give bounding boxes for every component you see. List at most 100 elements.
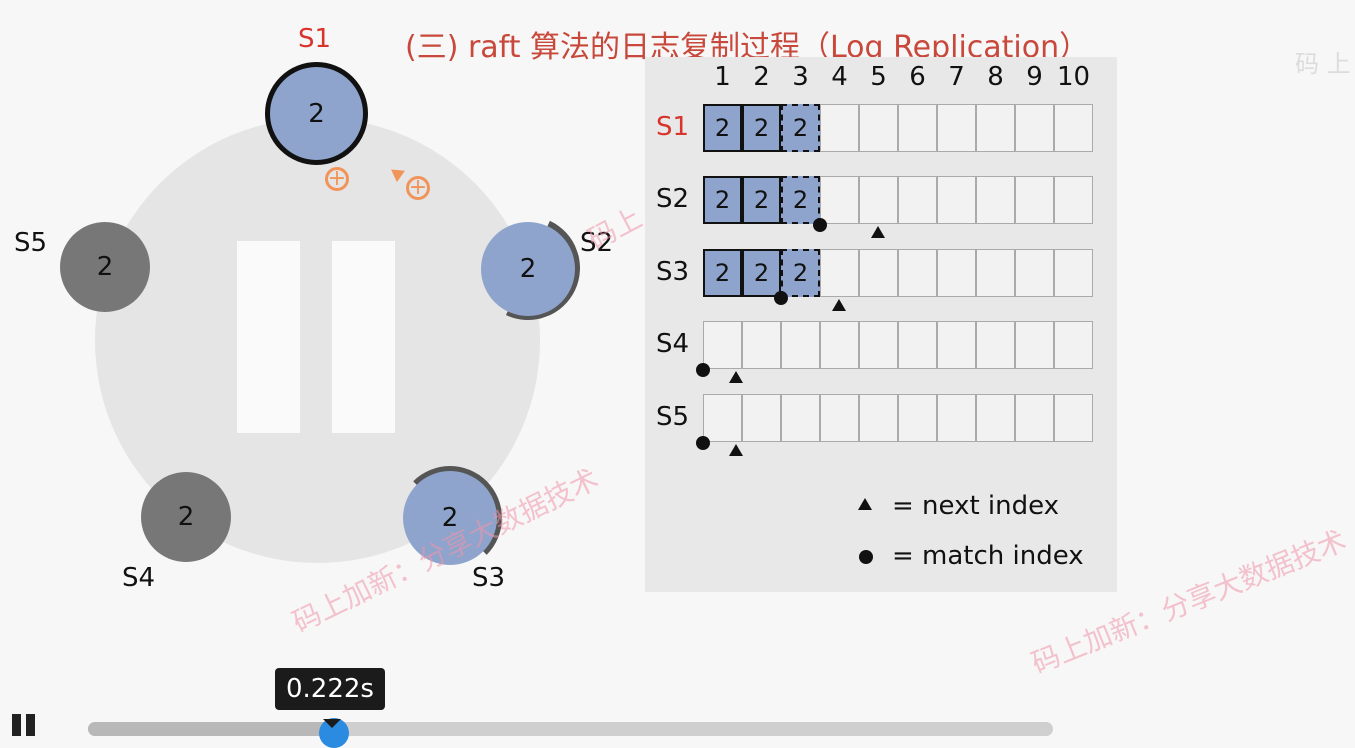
log-row-label: S4 <box>656 329 690 359</box>
log-empty-cell <box>742 394 781 442</box>
node-s2-label: S2 <box>580 228 614 258</box>
legend-match-index-text: = match index <box>892 541 1084 571</box>
log-row-label: S3 <box>656 257 690 287</box>
log-empty-cell <box>898 321 937 369</box>
log-column-header: 8 <box>987 62 1004 92</box>
time-tooltip: 0.222s <box>275 668 385 710</box>
log-entry: 2 <box>742 104 781 152</box>
match-index-marker-icon <box>696 436 710 450</box>
timeline-progress <box>88 722 335 736</box>
log-empty-cell <box>820 176 859 224</box>
log-empty-cell <box>703 394 742 442</box>
log-empty-cell <box>898 104 937 152</box>
log-entry: 2 <box>742 249 781 297</box>
log-entry: 2 <box>781 249 820 297</box>
log-empty-cell <box>703 321 742 369</box>
log-empty-cell <box>1054 104 1093 152</box>
next-index-marker-icon <box>871 226 885 238</box>
log-empty-cell <box>820 249 859 297</box>
log-entry: 2 <box>703 249 742 297</box>
node-s3-timer-arc <box>398 466 502 570</box>
log-entry: 2 <box>781 176 820 224</box>
log-empty-cell <box>937 321 976 369</box>
match-index-marker-icon <box>813 218 827 232</box>
log-column-header: 6 <box>909 62 926 92</box>
log-row-label: S1 <box>656 112 690 142</box>
node-s4[interactable]: 2 <box>141 472 231 562</box>
pause-overlay-right-bar <box>332 241 395 433</box>
log-empty-cell <box>976 321 1015 369</box>
node-s5[interactable]: 2 <box>60 222 150 312</box>
log-entry: 2 <box>703 104 742 152</box>
next-index-marker-icon <box>728 371 743 383</box>
log-empty-cell <box>976 104 1015 152</box>
log-empty-cell <box>976 249 1015 297</box>
log-empty-cell <box>937 104 976 152</box>
legend-match-index-icon <box>859 550 873 564</box>
pause-button[interactable] <box>12 714 42 736</box>
legend-next-index-icon <box>858 498 872 510</box>
log-empty-cell <box>781 394 820 442</box>
log-column-header: 7 <box>948 62 965 92</box>
log-empty-cell <box>1054 249 1093 297</box>
next-index-marker-icon <box>728 444 743 456</box>
log-empty-cell <box>1054 394 1093 442</box>
corner-watermark: 码 上 <box>1295 50 1351 78</box>
log-row <box>703 321 1093 369</box>
node-s2[interactable]: 2 <box>481 222 575 316</box>
log-empty-cell <box>820 321 859 369</box>
log-column-header: 10 <box>1056 62 1091 92</box>
log-empty-cell <box>1015 321 1054 369</box>
time-tooltip-arrow <box>323 719 341 728</box>
pause-overlay-left-bar <box>237 241 300 433</box>
log-empty-cell <box>898 249 937 297</box>
log-row-label: S5 <box>656 402 690 432</box>
node-s3-label: S3 <box>472 563 506 593</box>
node-s3[interactable]: 2 <box>403 471 497 565</box>
match-index-marker-icon <box>774 291 788 305</box>
log-empty-cell <box>898 176 937 224</box>
append-entries-reply-icon: + <box>406 176 430 200</box>
log-empty-cell <box>898 394 937 442</box>
log-empty-cell <box>1054 176 1093 224</box>
log-empty-cell <box>859 249 898 297</box>
log-column-header: 3 <box>792 62 809 92</box>
log-empty-cell <box>1015 104 1054 152</box>
log-empty-cell <box>859 176 898 224</box>
log-empty-cell <box>820 394 859 442</box>
log-column-header: 2 <box>753 62 770 92</box>
log-column-header: 9 <box>1026 62 1043 92</box>
log-row-label: S2 <box>656 184 690 214</box>
log-empty-cell <box>859 104 898 152</box>
log-empty-cell <box>1015 249 1054 297</box>
legend-next-index-text: = next index <box>892 491 1060 521</box>
log-empty-cell <box>859 321 898 369</box>
log-column-header: 4 <box>831 62 848 92</box>
log-empty-cell <box>937 249 976 297</box>
log-entry: 2 <box>703 176 742 224</box>
next-index-marker-icon <box>832 299 846 311</box>
log-empty-cell <box>859 394 898 442</box>
log-empty-cell <box>937 394 976 442</box>
match-index-marker-icon <box>696 363 710 377</box>
node-s1-label: S1 <box>298 24 332 54</box>
log-empty-cell <box>976 394 1015 442</box>
log-entry: 2 <box>742 176 781 224</box>
log-empty-cell <box>820 104 859 152</box>
log-empty-cell <box>1015 394 1054 442</box>
log-empty-cell <box>937 176 976 224</box>
log-empty-cell <box>781 321 820 369</box>
node-s5-label: S5 <box>14 228 48 258</box>
log-column-header: 1 <box>714 62 731 92</box>
append-entries-message-icon: + <box>325 167 349 191</box>
node-s1[interactable]: 2 <box>265 62 368 165</box>
log-empty-cell <box>1015 176 1054 224</box>
log-empty-cell <box>976 176 1015 224</box>
log-empty-cell <box>1054 321 1093 369</box>
log-row <box>703 394 1093 442</box>
log-entry: 2 <box>781 104 820 152</box>
node-s4-label: S4 <box>122 563 156 593</box>
